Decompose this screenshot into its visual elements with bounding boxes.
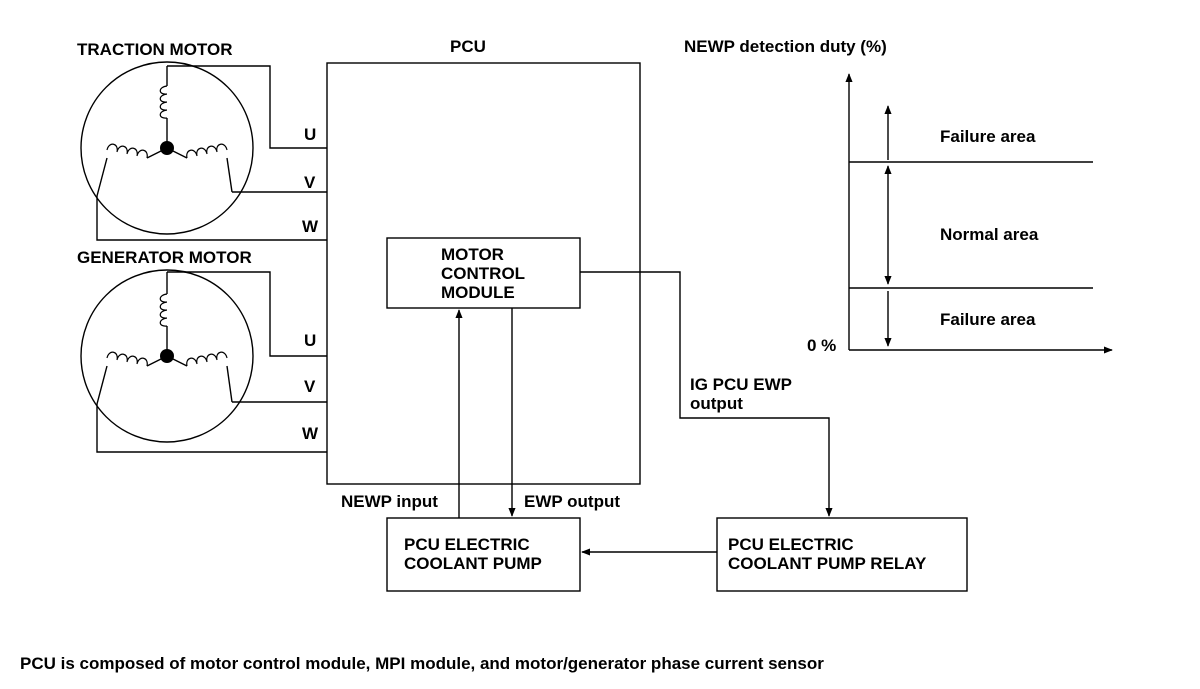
normal-area-label: Normal area xyxy=(940,225,1039,244)
ig-signal-line-2: output xyxy=(690,394,743,413)
coolant-pump-box xyxy=(386,517,581,592)
generator-motor-housing xyxy=(80,269,254,443)
coolant-pump-relay-box xyxy=(716,517,968,592)
traction-terminal-v: V xyxy=(304,173,316,192)
traction-winding-u-icon xyxy=(159,85,168,119)
traction-winding-w-icon xyxy=(106,143,148,159)
relay-label-line-1: PCU ELECTRIC xyxy=(728,535,854,554)
traction-neutral-point-icon xyxy=(160,141,174,155)
generator-terminal-u: U xyxy=(304,331,316,350)
duty-graph-title: NEWP detection duty (%) xyxy=(684,37,887,56)
diagram-caption: PCU is composed of motor control module,… xyxy=(20,654,824,673)
traction-u-wire xyxy=(167,65,327,149)
pcu-title: PCU xyxy=(450,37,486,56)
module-label-line-1: MOTOR xyxy=(441,245,504,264)
generator-winding-u-icon xyxy=(159,293,168,327)
pump-label-line-2: COOLANT PUMP xyxy=(404,554,542,573)
newp-input-label: NEWP input xyxy=(341,492,438,511)
lower-failure-area-label: Failure area xyxy=(940,310,1036,329)
traction-motor-title: TRACTION MOTOR xyxy=(77,40,233,59)
generator-motor-title: GENERATOR MOTOR xyxy=(77,248,252,267)
generator-winding-w-icon xyxy=(106,351,148,367)
traction-winding-v-icon xyxy=(186,143,228,159)
relay-label-line-2: COOLANT PUMP RELAY xyxy=(728,554,927,573)
traction-motor-housing xyxy=(80,61,254,235)
module-label-line-2: CONTROL xyxy=(441,264,525,283)
pcu-box xyxy=(326,62,641,485)
generator-u-wire xyxy=(167,271,327,357)
upper-failure-area-label: Failure area xyxy=(940,127,1036,146)
duty-graph: NEWP detection duty (%) Failure area Nor… xyxy=(684,37,1113,355)
module-label-line-3: MODULE xyxy=(441,283,515,302)
generator-w-wire xyxy=(96,404,327,453)
ig-pcu-ewp-output-line xyxy=(580,271,833,517)
traction-motor: TRACTION MOTOR xyxy=(77,40,254,235)
generator-winding-v-icon xyxy=(186,351,228,367)
traction-w-wire xyxy=(96,196,327,241)
traction-terminal-u: U xyxy=(304,125,316,144)
ewp-output-label: EWP output xyxy=(524,492,620,511)
pump-label-line-1: PCU ELECTRIC xyxy=(404,535,530,554)
motor-control-module-box xyxy=(386,237,581,309)
origin-label: 0 % xyxy=(807,336,836,355)
traction-terminal-w: W xyxy=(302,217,319,236)
generator-motor: GENERATOR MOTOR xyxy=(77,248,254,443)
ig-signal-line-1: IG PCU EWP xyxy=(690,375,792,394)
generator-terminal-v: V xyxy=(304,377,316,396)
generator-terminal-w: W xyxy=(302,424,319,443)
generator-neutral-point-icon xyxy=(160,349,174,363)
